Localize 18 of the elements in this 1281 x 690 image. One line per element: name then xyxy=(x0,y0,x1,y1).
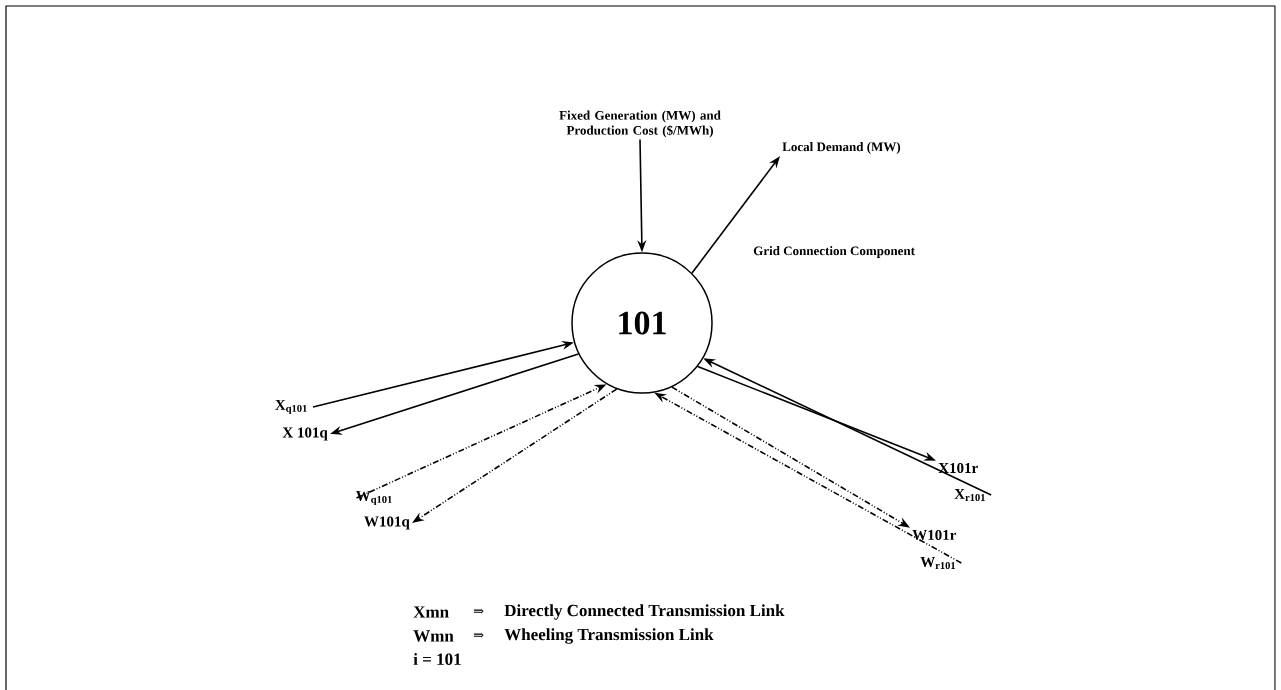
legend-text: i = 101 xyxy=(413,653,461,665)
link-label: W101r xyxy=(912,529,957,541)
link-label: X101r xyxy=(938,462,978,474)
output-label: Local Demand (MW) xyxy=(782,142,901,154)
link-label: W101q xyxy=(364,516,410,530)
link-label: W$_{r101}$ xyxy=(920,556,956,570)
link-label: X$_{q101}$ xyxy=(275,399,307,415)
link-label: W$_{q101}$ xyxy=(355,490,392,506)
legend-text: Wheeling Transmission Link xyxy=(504,628,714,644)
link-label: X$_{r101}$ xyxy=(954,488,985,502)
input-label: Fixed Generation (MW) and Production Cost ($/MWh) xyxy=(559,110,721,138)
implies-sign: ⇒ xyxy=(473,632,484,638)
link-label: X 101q xyxy=(282,427,328,441)
legend-text: Directly Connected Transmission Link xyxy=(504,604,785,620)
note-text: Grid Connection Component xyxy=(753,246,915,258)
legend-symbol: Wmn xyxy=(413,630,454,642)
implies-sign: ⇒ xyxy=(473,608,484,614)
legend-symbol: Xmn xyxy=(413,606,449,618)
